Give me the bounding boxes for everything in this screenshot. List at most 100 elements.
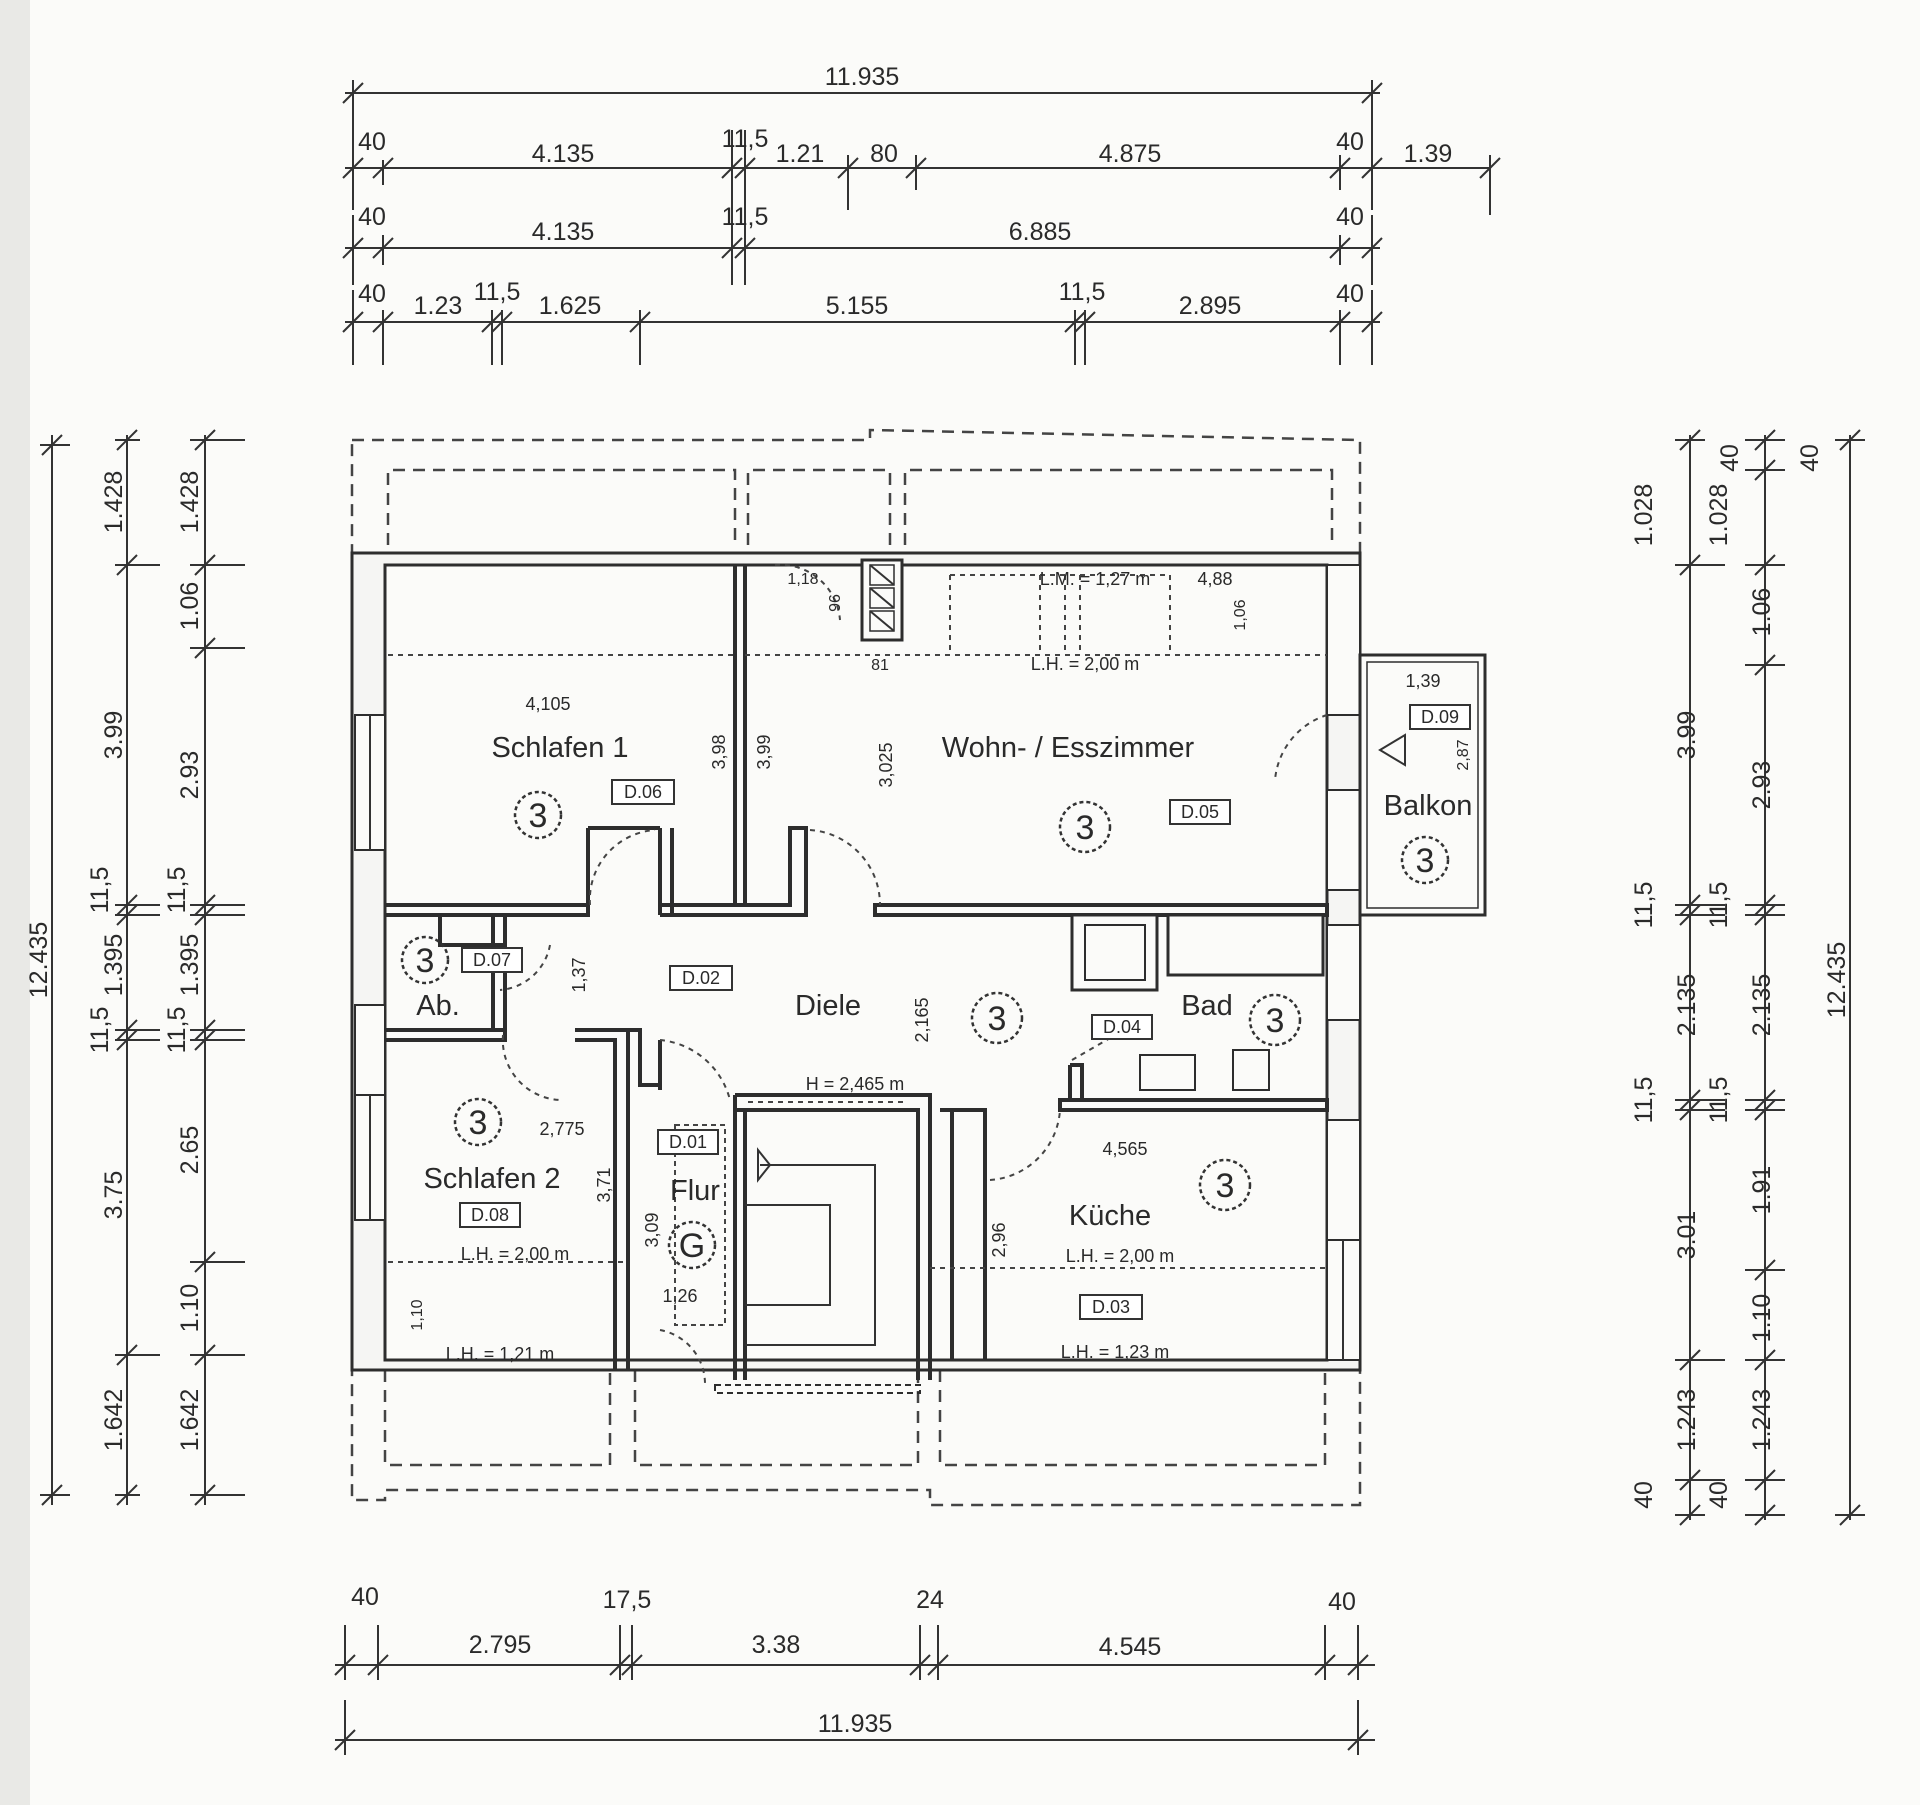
bottom-row1-dim: 40 [1328,1588,1356,1616]
roof-outline [350,428,1362,1507]
top-row3-dim: 40 [1336,203,1364,231]
room-number-circle [400,935,450,985]
right-col1-dim: 1.028 [1630,484,1658,547]
bottom-dimensions: 40 2.795 17,5 3.38 24 4.545 40 11.935 [334,1583,1375,1755]
right-col1-dim: 11,5 [1630,1077,1658,1124]
room-dim: 3,99 [754,734,774,769]
roof-bay [383,1370,612,1467]
room-number: 3 [1076,809,1095,847]
room-name-kuche: Küche [1069,1200,1151,1232]
right-dimensions: 1.028 3.99 11,5 2.135 11,5 3.01 1.243 40… [1630,429,1865,1526]
room-labels: Schlafen 1 4,105 3,98 3,99 D.06 3 Wohn- … [400,569,1473,1364]
roof-bay [386,468,737,545]
door-arc [774,563,841,621]
left-inner-dim: 11,5 [163,1007,191,1054]
room-number-circle [1198,1158,1252,1212]
room-code: D.02 [682,968,720,988]
left-middle-dim: 1.428 [100,471,128,534]
room-dim: 1,26 [662,1286,697,1306]
left-inner-dim: 1.395 [176,934,204,997]
roof-bay [903,468,1334,545]
top-row3-dim: 6.885 [1009,218,1072,246]
top-row2-dim: 4.875 [1099,140,1162,168]
room-code: D.06 [624,782,662,802]
bathtub [1166,913,1325,977]
top-row1-total: 11.935 [825,63,900,91]
door-arc [499,944,551,991]
room-dim: 4,105 [525,694,570,714]
room-name-schlafen1: Schlafen 1 [491,732,628,764]
room-number-circle [970,991,1024,1045]
room-lh: L.H. = 2,00 m [461,1244,570,1264]
top-row4-dim: 5.155 [826,292,889,320]
left-inner-dim: 11,5 [163,867,191,914]
room-height: H = 2,465 m [806,1074,905,1094]
top-row2-dim: 40 [1336,128,1364,156]
window [354,1004,386,1096]
left-inner-dim: 1.642 [176,1389,204,1452]
room-code-box [669,965,733,991]
building [350,428,1487,1507]
top-row4-dim: 2.895 [1179,292,1242,320]
right-outer-dim: 40 [1796,444,1824,472]
top-row2-dim: 11,5 [722,125,769,153]
room-number-circle [513,790,563,840]
door-arc [588,829,656,906]
room-name-bad: Bad [1181,990,1233,1022]
left-middle-dim: 1.395 [100,934,128,997]
left-outer-total: 12.435 [25,922,53,998]
right-col1-dim: 3.99 [1673,711,1701,760]
bottom-row1-dim: 24 [916,1586,944,1614]
bottom-row2-total: 11.935 [818,1710,893,1738]
toilet [1232,1049,1270,1091]
door-arc [809,829,882,906]
top-row4-dim: 11,5 [1059,278,1106,306]
top-row2-dim: 1.39 [1404,140,1453,168]
door-arc [1274,714,1328,781]
top-row3-dim: 40 [358,203,386,231]
room-dim: 1,18 [787,571,818,588]
top-row2-dim: 1.21 [776,140,825,168]
top-row2-dim: 4.135 [532,140,595,168]
room-number: 3 [988,1000,1007,1038]
room-code: D.01 [669,1132,707,1152]
room-code-box [1409,704,1471,730]
top-row4-dim: 1.625 [539,292,602,320]
door-arc [659,1039,731,1101]
room-code: D.03 [1092,1297,1130,1317]
room-lm: L.M. = 1,27 m [1040,569,1151,589]
room-lh: L.H. = 1,21 m [446,1344,555,1364]
room-number: 3 [529,797,548,835]
top-row3-dim: 11,5 [722,203,769,231]
chimney [860,558,904,642]
room-code: D.08 [471,1205,509,1225]
room-code-box [459,1202,521,1228]
room-name-balkon: Balkon [1384,790,1473,822]
room-code: D.09 [1421,707,1459,727]
right-col1-dim: 40 [1630,1481,1658,1509]
roof-bay [633,1370,920,1467]
room-dim: 3,98 [709,734,729,769]
right-col2-dim: 2.135 [1748,974,1776,1037]
sink [1139,1054,1196,1091]
right-col2-dim: 1.91 [1748,1166,1776,1215]
room-code: D.05 [1181,802,1219,822]
balcony-outline [1358,653,1487,917]
bottom-row1-dim: 4.545 [1099,1633,1162,1661]
roof-bay [746,468,892,545]
window [1326,564,1361,716]
right-outer-total: 12.435 [1823,942,1851,1018]
room-dim: 81 [871,657,889,674]
window [1326,1119,1361,1241]
bottom-row1-dim: 40 [351,1583,379,1611]
left-inner-dim: 1.10 [176,1284,204,1333]
right-col1-dim: 3.01 [1673,1211,1701,1260]
window [1326,924,1361,1021]
top-row4-dim: 11,5 [474,278,521,306]
roof-bay [938,1370,1327,1467]
right-col2-dim: 2.93 [1748,761,1776,810]
room-number: 3 [416,942,435,980]
right-col1-dim: 1.243 [1673,1389,1701,1452]
window [1326,789,1361,891]
